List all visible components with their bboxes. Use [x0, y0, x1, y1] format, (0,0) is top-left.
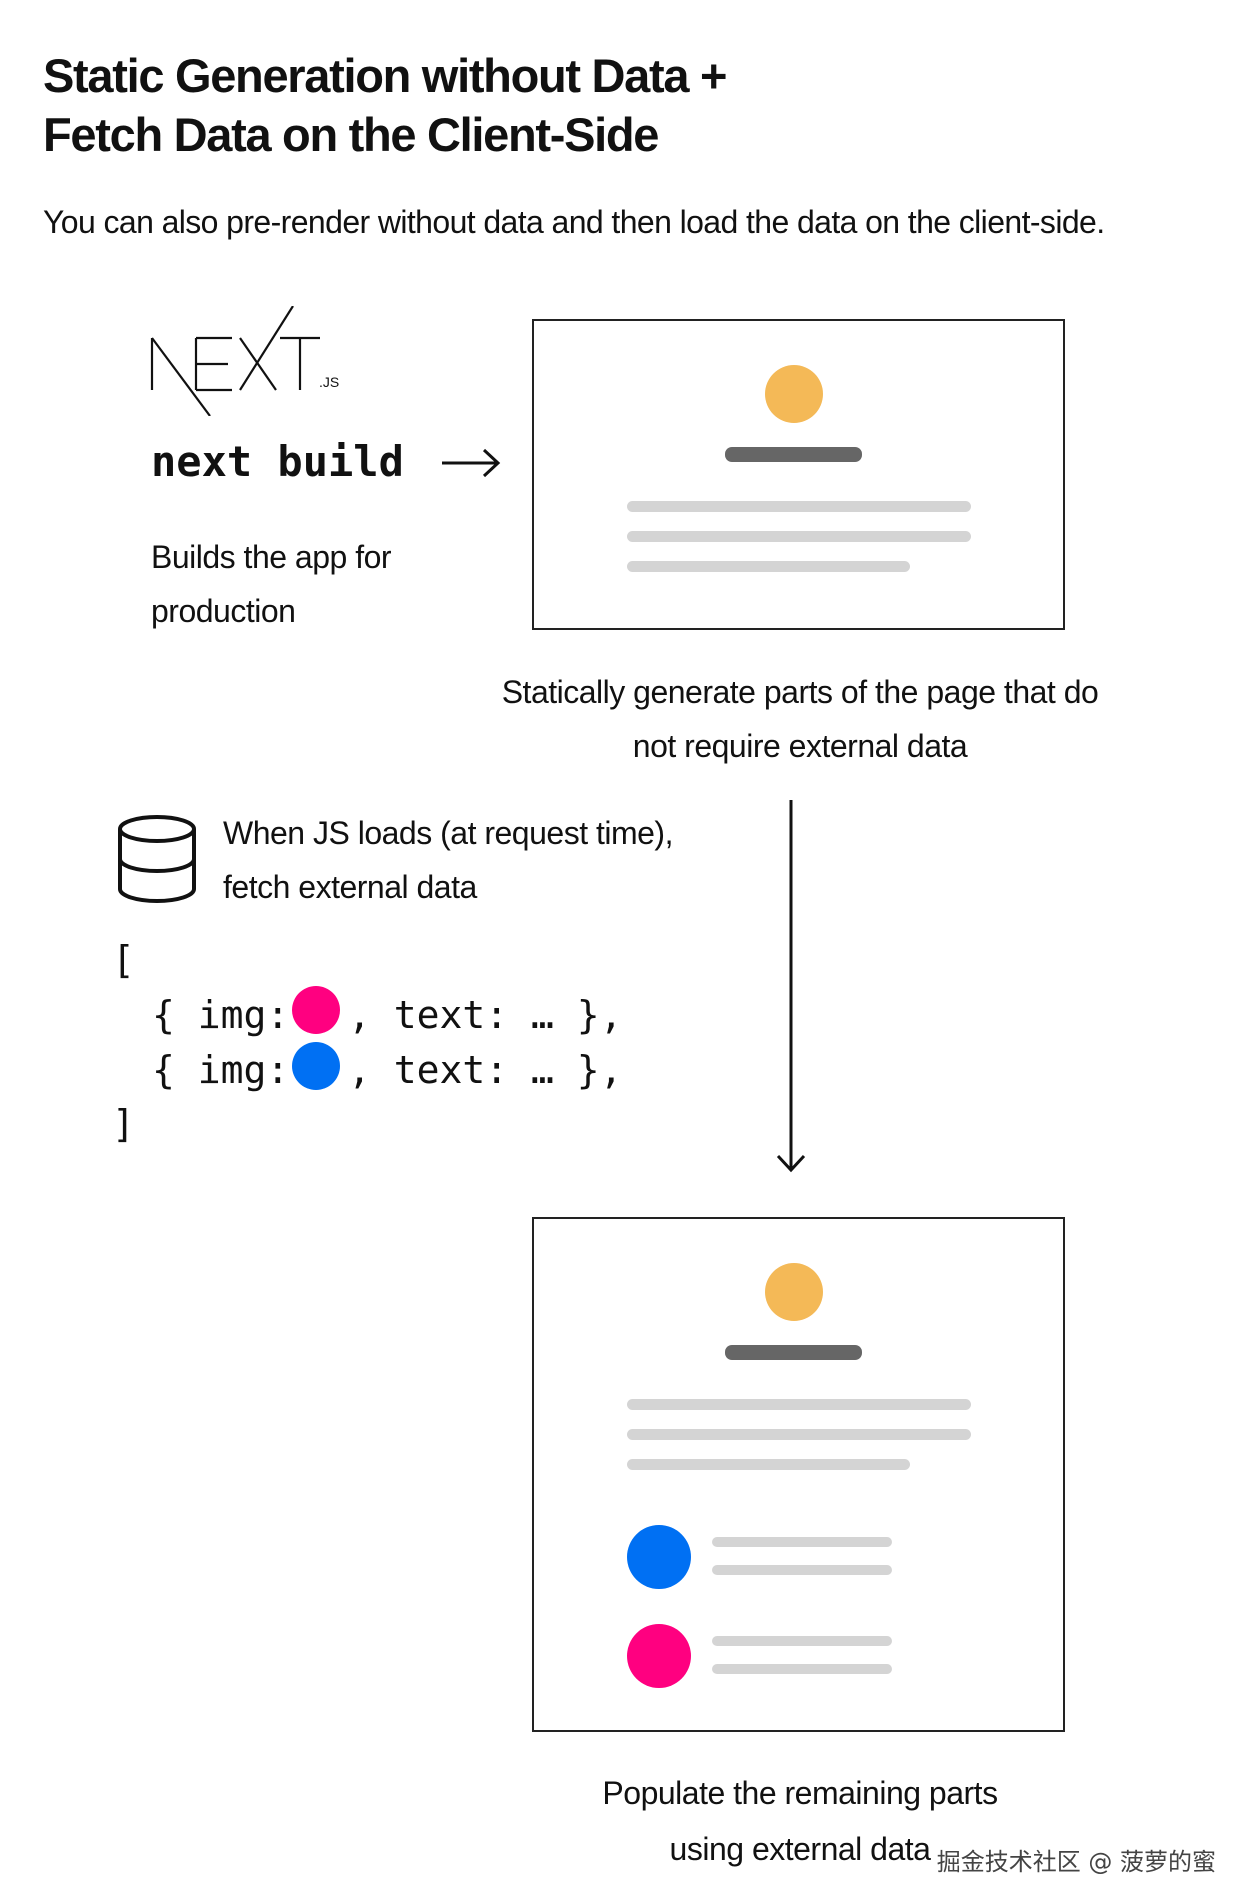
- build-description-line1: Builds the app for: [151, 539, 392, 575]
- populated-page-mockup: [532, 1217, 1065, 1732]
- title-placeholder: [725, 447, 862, 462]
- populate-caption-line1: Populate the remaining parts: [602, 1775, 998, 1811]
- fetch-caption-line1: When JS loads (at request time),: [223, 815, 673, 851]
- title-placeholder: [725, 1345, 862, 1360]
- pink-image-dot: [292, 986, 340, 1034]
- intro-text: You can also pre-render without data and…: [43, 204, 1105, 240]
- text-line-placeholder: [627, 501, 971, 512]
- code-open-bracket: [: [112, 938, 135, 982]
- text-line-placeholder: [627, 561, 910, 572]
- static-caption: Statically generate parts of the page th…: [440, 665, 1160, 773]
- build-command: next build: [151, 437, 404, 486]
- text-line-placeholder: [627, 531, 971, 542]
- build-description: Builds the app for production: [151, 530, 392, 638]
- build-description-line2: production: [151, 593, 296, 629]
- text-line-placeholder: [627, 1429, 971, 1440]
- item-text-placeholder: [712, 1565, 892, 1575]
- page-title: Static Generation without Data + Fetch D…: [43, 46, 1043, 164]
- code-row-prefix: { img:: [152, 1048, 290, 1092]
- static-caption-line2: not require external data: [632, 728, 968, 764]
- arrow-right-icon: [440, 446, 502, 480]
- pink-item-image: [627, 1624, 691, 1688]
- item-text-placeholder: [712, 1537, 892, 1547]
- fetch-caption-line2: fetch external data: [223, 869, 477, 905]
- static-caption-line1: Statically generate parts of the page th…: [501, 674, 1099, 710]
- populate-caption-line2: using external data: [669, 1831, 931, 1867]
- page-title-line2: Fetch Data on the Client-Side: [43, 108, 659, 161]
- text-line-placeholder: [627, 1399, 971, 1410]
- blue-image-dot: [292, 1042, 340, 1090]
- nextjs-logo: .JS: [148, 305, 348, 417]
- avatar-placeholder: [765, 365, 823, 423]
- fetch-caption: When JS loads (at request time), fetch e…: [223, 806, 673, 914]
- static-page-mockup: [532, 319, 1065, 630]
- item-text-placeholder: [712, 1664, 892, 1674]
- arrow-down-icon: [774, 800, 808, 1174]
- database-icon: [116, 814, 198, 904]
- item-text-placeholder: [712, 1636, 892, 1646]
- code-row-suffix: , text: … },: [348, 1048, 623, 1092]
- avatar-placeholder: [765, 1263, 823, 1321]
- populate-caption: Populate the remaining parts using exter…: [440, 1765, 1160, 1877]
- code-row-suffix: , text: … },: [348, 993, 623, 1037]
- watermark: 掘金技术社区 @ 菠萝的蜜: [936, 1848, 1216, 1876]
- nextjs-logo-suffix: .JS: [319, 374, 339, 390]
- code-close-bracket: ]: [112, 1102, 135, 1146]
- page-title-line1: Static Generation without Data +: [43, 49, 727, 102]
- blue-item-image: [627, 1525, 691, 1589]
- code-row-prefix: { img:: [152, 993, 290, 1037]
- text-line-placeholder: [627, 1459, 910, 1470]
